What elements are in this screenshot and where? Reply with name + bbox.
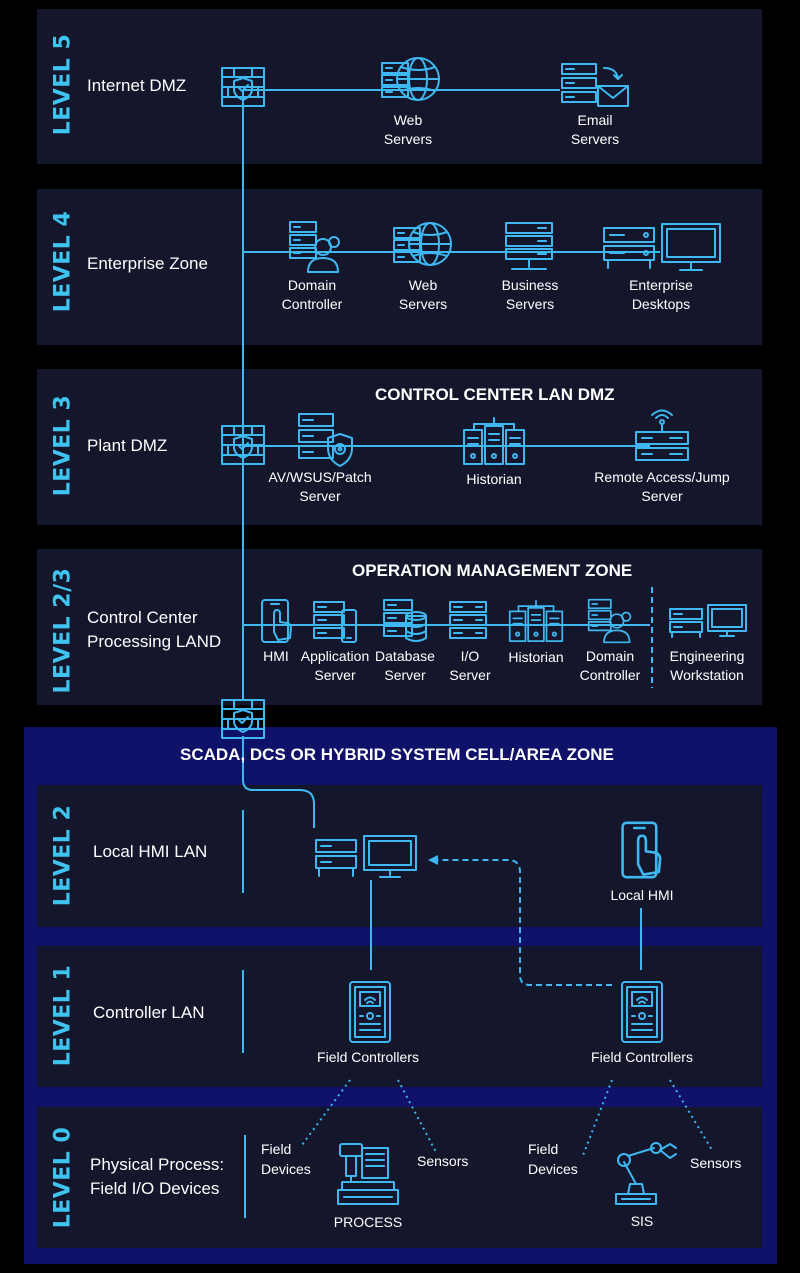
historian-icon: [508, 598, 564, 644]
level-tag-3: LEVEL 3: [50, 394, 76, 496]
header-control-center-dmz: CONTROL CENTER LAN DMZ: [375, 385, 615, 404]
application-server-icon: [312, 600, 358, 644]
web-server-icon: [380, 55, 442, 107]
io-server-icon: [448, 600, 488, 644]
database-icon: [382, 598, 428, 644]
level-tag-4: LEVEL 4: [50, 210, 76, 312]
header-operation-management: OPERATION MANAGEMENT ZONE: [352, 561, 633, 580]
field-controllers-label: Field Controllers: [591, 1049, 693, 1065]
level-4-band: [37, 189, 762, 345]
level-tag-0: LEVEL 0: [50, 1126, 76, 1228]
level-tag-2: LEVEL 2: [50, 804, 76, 906]
zone-enterprise: Enterprise Zone: [87, 254, 208, 273]
machine-icon: [336, 1142, 400, 1208]
firewall-icon: [220, 66, 266, 108]
level-tag-1: LEVEL 1: [50, 964, 76, 1066]
level-2-band: [37, 785, 762, 927]
zone-physical-process: Physical Process:Field I/O Devices: [90, 1155, 225, 1198]
web-server-icon: [392, 220, 454, 272]
historian-label: Historian: [466, 471, 522, 487]
sensors-label: Sensors: [417, 1153, 469, 1169]
av-server-icon: [297, 412, 355, 468]
level-tag-5: LEVEL 5: [50, 33, 76, 135]
sensors-label: Sensors: [690, 1155, 742, 1171]
robot-arm-icon: [612, 1140, 680, 1206]
workstation-icon: [314, 834, 418, 880]
desktop-icon: [602, 222, 722, 274]
field-controller-icon: [348, 980, 392, 1044]
zone-internet-dmz: Internet DMZ: [87, 76, 187, 95]
level-0-band: [37, 1107, 762, 1248]
field-controllers-label: Field Controllers: [317, 1049, 419, 1065]
zone-controller-lan: Controller LAN: [93, 1003, 205, 1022]
sis-label: SIS: [630, 1213, 654, 1229]
hmi-icon: [620, 820, 664, 880]
local-hmi-label: Local HMI: [610, 887, 674, 903]
hmi-label: HMI: [263, 648, 289, 664]
historian-icon: [462, 416, 526, 466]
domain-controller-icon: [586, 598, 634, 644]
email-server-icon: [560, 62, 632, 110]
zone-plant-dmz: Plant DMZ: [87, 436, 168, 455]
workstation-icon: [668, 603, 748, 639]
domain-controller-icon: [288, 220, 342, 274]
zone-local-hmi-lan: Local HMI LAN: [93, 842, 208, 861]
level-tag-23: LEVEL 2/3: [50, 567, 76, 693]
firewall-icon: [220, 424, 266, 466]
header-cell-area-zone: SCADA, DCS OR HYBRID SYSTEM CELL/AREA ZO…: [180, 745, 614, 764]
field-controller-icon: [620, 980, 664, 1044]
process-label: PROCESS: [333, 1214, 403, 1230]
remote-access-icon: [634, 409, 690, 466]
historian-label: Historian: [508, 649, 564, 665]
firewall-icon: [220, 698, 266, 740]
hmi-icon: [260, 598, 294, 644]
business-server-icon: [504, 221, 554, 273]
